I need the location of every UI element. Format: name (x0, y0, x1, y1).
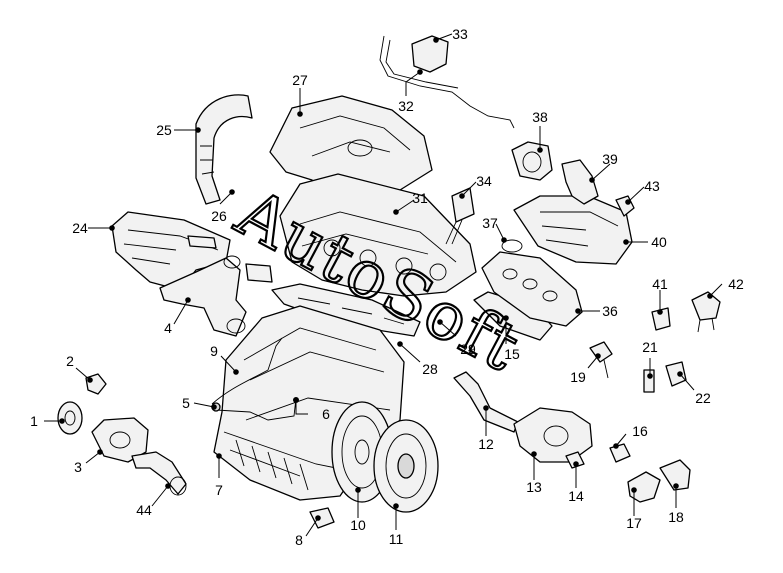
part-bracket (561, 159, 599, 205)
part-sensor-41 (651, 307, 671, 331)
callout-24: 24 (72, 220, 88, 236)
part-gasket (187, 235, 217, 249)
callout-42: 42 (728, 276, 744, 292)
callout-22: 22 (695, 390, 711, 406)
callout-3: 3 (74, 459, 82, 475)
callout-5: 5 (182, 395, 190, 411)
callout-19: 19 (570, 369, 586, 385)
callout-41: 41 (652, 276, 668, 292)
callout-4: 4 (164, 320, 172, 336)
callout-8: 8 (295, 532, 303, 548)
callout-33: 33 (452, 26, 468, 42)
callout-29: 29 (460, 341, 476, 357)
callout-9: 9 (210, 343, 218, 359)
callout-17: 17 (626, 515, 642, 531)
part-clip (85, 373, 107, 395)
part-sensor-42 (691, 291, 721, 321)
callout-32: 32 (398, 98, 414, 114)
part-coolant-hose (131, 451, 187, 495)
part-vacuum-valve (411, 35, 449, 73)
part-throttle-body (511, 141, 553, 181)
part-o-ring (501, 239, 523, 253)
part-sensor-16 (609, 443, 631, 463)
callout-26: 26 (211, 208, 227, 224)
leader-dots (59, 37, 713, 521)
callout-14: 14 (568, 488, 584, 504)
part-pulley (57, 401, 83, 435)
callout-21: 21 (642, 339, 658, 355)
callout-40: 40 (651, 234, 667, 250)
callout-13: 13 (526, 479, 542, 495)
callout-11: 11 (389, 531, 404, 547)
part-temp-sensor (565, 451, 585, 469)
callout-28: 28 (422, 361, 438, 377)
callout-2: 2 (66, 353, 74, 369)
callout-18: 18 (668, 509, 684, 525)
callout-7: 7 (215, 482, 223, 498)
part-intake-manifold (513, 195, 633, 265)
callout-labels: 1 2 3 4 5 6 7 8 9 10 11 12 13 14 15 16 1… (30, 26, 744, 548)
part-hose-fitting-17 (627, 471, 661, 503)
callout-44: 44 (136, 502, 152, 518)
callout-39: 39 (602, 151, 618, 167)
callout-15: 15 (504, 346, 520, 362)
callout-36: 36 (602, 303, 618, 319)
part-cylinder-head (279, 173, 477, 297)
callout-1: 1 (30, 413, 38, 429)
callout-34: 34 (476, 173, 492, 189)
part-sensor-19 (589, 341, 613, 363)
callout-43: 43 (644, 178, 660, 194)
part-oil-pipe (211, 337, 283, 405)
callout-38: 38 (532, 109, 548, 125)
part-head-gasket (271, 283, 421, 337)
part-gasket-2 (245, 263, 273, 283)
part-vacuum-line (379, 35, 515, 129)
part-thermostat-housing (159, 257, 247, 337)
parts-layer (57, 35, 721, 529)
callout-31: 31 (412, 190, 428, 206)
part-hose-fitting-18 (659, 459, 691, 491)
callout-10: 10 (350, 517, 366, 533)
callout-16: 16 (632, 423, 648, 439)
callout-27: 27 (292, 72, 308, 88)
part-intake-hose (195, 94, 253, 205)
callout-37: 37 (482, 215, 498, 231)
part-ignition-coil (451, 187, 475, 223)
part-sensor-22 (665, 361, 687, 387)
callout-12: 12 (478, 436, 494, 452)
part-sensor-21 (643, 369, 655, 393)
callout-25: 25 (156, 122, 172, 138)
part-pump-housing (513, 407, 593, 463)
part-exhaust-gasket (473, 291, 553, 341)
part-water-pump (91, 417, 149, 463)
callout-6: 6 (322, 406, 330, 422)
